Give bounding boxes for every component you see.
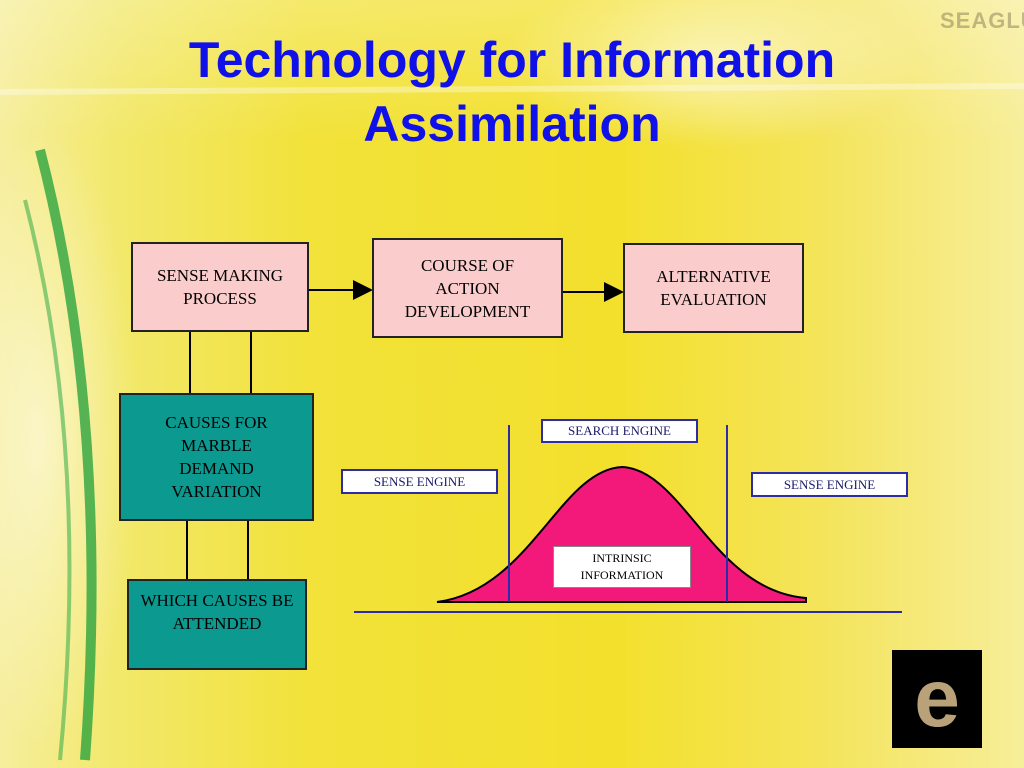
title-line-1: Technology for Information <box>188 32 836 88</box>
logo: e <box>892 650 982 748</box>
causes-box: CAUSES FOR MARBLE DEMAND VARIATION <box>119 393 314 521</box>
page-title: Technology for Information Assimilation <box>0 28 1024 156</box>
search-engine-label: SEARCH ENGINE <box>541 419 698 443</box>
bell-curve <box>436 465 807 603</box>
title-line-2: Assimilation <box>363 96 661 152</box>
course-of-action-box: COURSE OF ACTION DEVELOPMENT <box>372 238 563 338</box>
sense-making-process-box: SENSE MAKING PROCESS <box>131 242 309 332</box>
background-blur-light <box>500 0 920 150</box>
sense-engine-left-label: SENSE ENGINE <box>341 469 498 494</box>
logo-e-icon: e <box>914 653 960 744</box>
sense-making-process-label: SENSE MAKING PROCESS <box>156 266 284 308</box>
course-of-action-label: COURSE OF ACTION DEVELOPMENT <box>404 255 531 321</box>
causes-label: CAUSES FOR MARBLE DEMAND VARIATION <box>165 413 268 501</box>
which-causes-box: WHICH CAUSES BE ATTENDED <box>127 579 307 670</box>
background-watermark: SEAGLUE <box>940 8 1024 33</box>
intrinsic-information-label: INTRINSIC INFORMATION <box>580 551 664 582</box>
background-green-swoosh <box>35 148 97 761</box>
alternative-evaluation-box: ALTERNATIVE EVALUATION <box>623 243 804 333</box>
background-light-streak <box>0 83 1024 95</box>
intrinsic-information-box: INTRINSIC INFORMATION <box>553 546 691 588</box>
which-causes-label: WHICH CAUSES BE ATTENDED <box>140 591 294 633</box>
background-green-swoosh-thin <box>23 199 72 761</box>
alternative-evaluation-label: ALTERNATIVE EVALUATION <box>656 267 771 309</box>
sense-engine-right-label: SENSE ENGINE <box>751 472 908 497</box>
